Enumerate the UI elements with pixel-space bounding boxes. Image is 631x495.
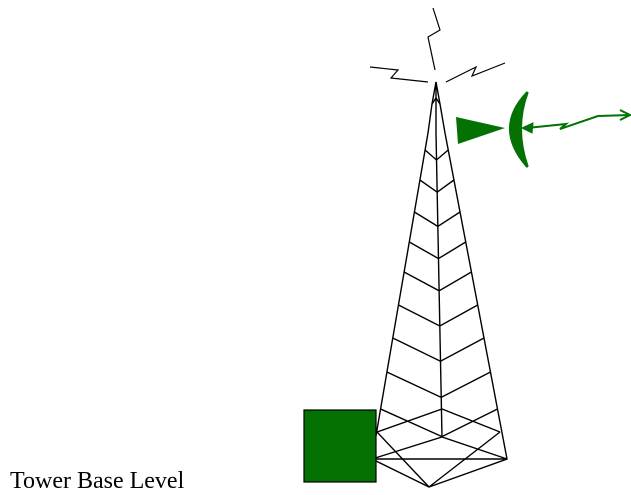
signal-zigzag-right [446, 63, 505, 82]
tower-brace [409, 242, 465, 259]
broadcast-signal-icon [370, 8, 505, 82]
signal-zigzag-left [370, 67, 428, 82]
tower-brace [393, 338, 484, 361]
tower-brace [387, 372, 491, 397]
tower-brace [404, 272, 471, 291]
equipment-shelter-icon [304, 410, 376, 482]
microwave-link-arrow-icon [522, 110, 630, 133]
tower-legs [372, 133, 507, 487]
tower-brace [381, 409, 498, 437]
signal-zigzag-up [428, 8, 440, 70]
dish-feed-horn-icon [456, 117, 505, 144]
tower-base-level-label: Tower Base Level [10, 467, 184, 495]
tower-brace [399, 305, 478, 326]
tower-base-diamond [372, 409, 507, 487]
tower-tip [428, 82, 445, 133]
lattice-tower-icon [372, 82, 507, 487]
